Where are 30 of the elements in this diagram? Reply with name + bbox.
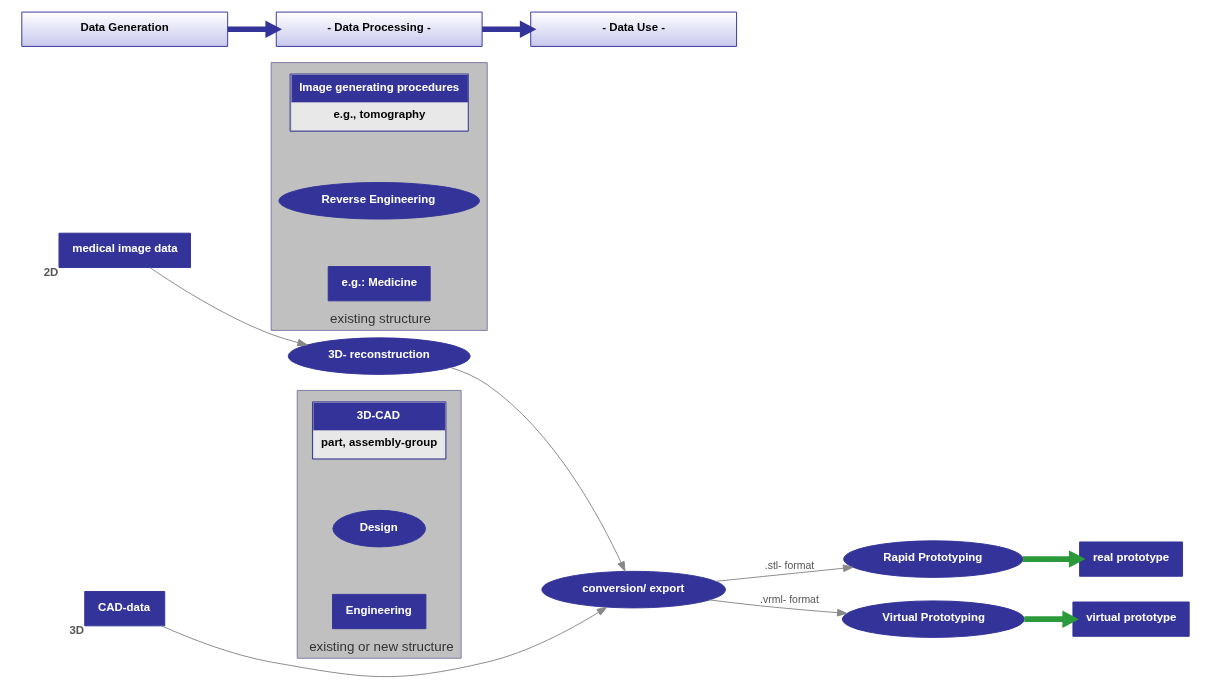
cluster [296, 389, 462, 659]
arrow [482, 20, 537, 38]
node-label: existing structure [330, 310, 431, 326]
node-box: Engineering [332, 593, 427, 630]
arrow [1024, 610, 1079, 628]
node-ellipse: Reverse Engineering [278, 182, 480, 220]
node-box: medical image data [58, 232, 191, 268]
arrow [1023, 550, 1086, 568]
node-box: - Data Processing - [275, 11, 483, 47]
node-ellipse: Virtual Prototyping [841, 600, 1025, 638]
arrow [149, 267, 308, 347]
arrow [708, 599, 848, 617]
arrow [227, 20, 283, 38]
arrow [450, 367, 626, 572]
edge-label: .vrml- format [760, 593, 819, 605]
node-box: Data Generation [21, 11, 229, 47]
arrow [161, 606, 608, 678]
node-box: real prototype [1079, 541, 1183, 577]
node-box: - Data Use - [530, 11, 738, 47]
node-label: 3D [69, 624, 85, 637]
node-ellipse: Design [332, 509, 426, 548]
node-label: 2D [43, 265, 59, 278]
node-ellipse: conversion/ export [541, 570, 726, 609]
edge-label: .stl- format [764, 560, 815, 572]
arrow [715, 564, 854, 582]
cluster [270, 62, 488, 331]
node-label: existing or new structure [309, 638, 454, 654]
node-box: virtual prototype [1072, 601, 1190, 637]
node-box: CAD-data [84, 591, 166, 627]
node-box: e.g.: Medicine [327, 266, 431, 302]
